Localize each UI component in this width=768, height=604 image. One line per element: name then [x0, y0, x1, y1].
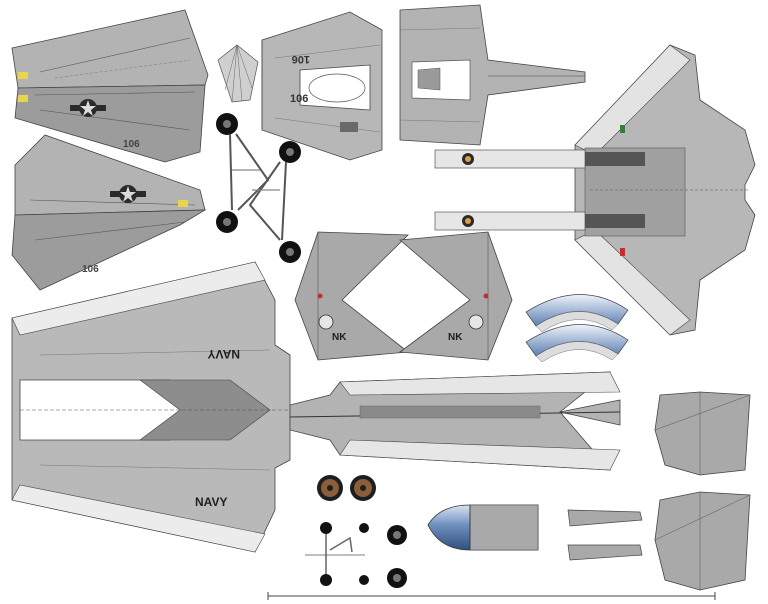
wing-panel-upper: 106 [11, 9, 209, 163]
exhaust-tube-upper [434, 149, 645, 169]
intake-ring-lower [525, 324, 629, 363]
side-panel-upper [654, 391, 751, 476]
national-insignia-lower [110, 185, 146, 203]
tail-code-right: NK [448, 332, 463, 343]
national-insignia-upper [70, 99, 106, 117]
modex-nose-bottom: 106 [290, 93, 308, 105]
spine-part [289, 371, 621, 471]
wing-panel-lower: 106 [11, 134, 207, 291]
ventral-fins [567, 509, 643, 561]
modex-nose-top: 106 [292, 53, 310, 65]
main-fuselage-part: NAVY NAVY [11, 261, 291, 553]
main-landing-gear [216, 113, 301, 263]
center-body-part [399, 4, 586, 146]
forward-fuselage-part: 106 106 [261, 11, 383, 161]
tail-fin-left: NK [294, 231, 410, 361]
exhaust-tube-lower [434, 211, 645, 231]
modex-wing-lower: 106 [82, 264, 99, 275]
tail-section-part [574, 44, 756, 336]
scale-bar [267, 592, 716, 600]
navy-marking-bottom: NAVY [195, 495, 227, 509]
wheel-hubs [317, 475, 376, 501]
tail-code-left: NK [332, 332, 347, 343]
intake-ring-upper [525, 294, 629, 333]
side-panel-lower [654, 491, 751, 591]
navy-marking-top: NAVY [208, 347, 240, 361]
tail-fin-right: NK [398, 231, 513, 361]
nose-gear [305, 522, 407, 588]
canopy-part [427, 504, 539, 551]
nose-cone-piece [217, 44, 259, 103]
modex-wing-upper: 106 [123, 139, 140, 150]
